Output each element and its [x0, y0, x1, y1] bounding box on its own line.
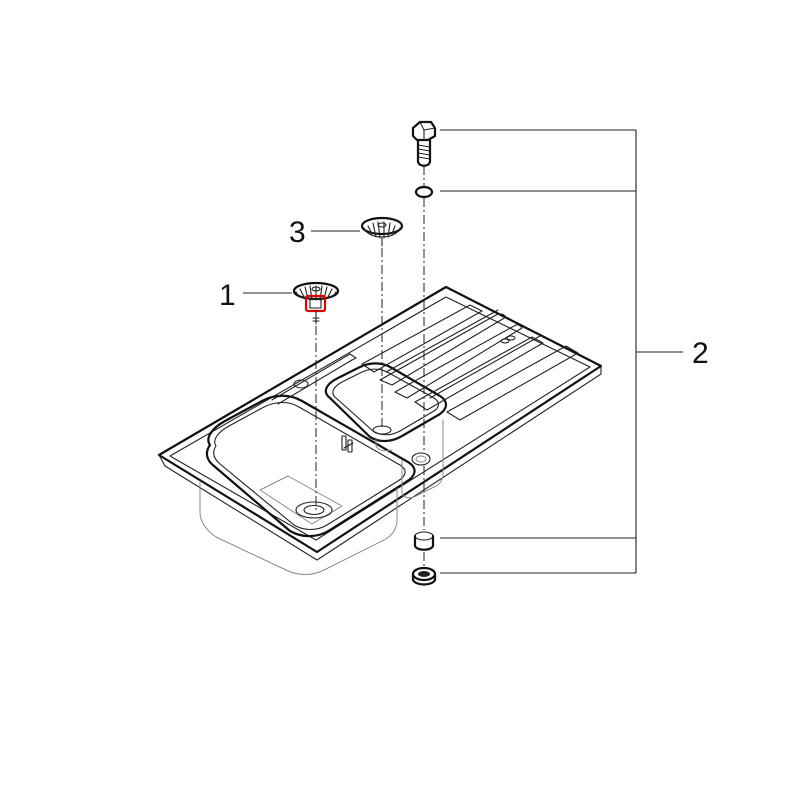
fitting-o-ring: [414, 185, 434, 199]
main-bowl-body: [199, 480, 398, 575]
main-bowl-inner-lip: [213, 401, 406, 531]
strainer-3-rim: [360, 216, 404, 236]
callout-3: 3: [289, 216, 306, 249]
assembly-axes: [315, 166, 425, 568]
tap-hole: [411, 452, 431, 466]
part-1-basket-strainer: [292, 281, 340, 325]
kitchen-sink: [157, 285, 603, 575]
callout-labels: 1 3 2: [219, 216, 709, 370]
half-bowl-drain: [372, 425, 392, 435]
drainer-board: [361, 304, 579, 421]
sink-rim-edge: [158, 365, 602, 561]
fitting-bolt: [411, 120, 437, 167]
callout-2: 2: [692, 337, 709, 370]
main-bowl-floor: [259, 475, 343, 525]
callout-1: 1: [219, 279, 236, 312]
fitting-nut: [411, 566, 437, 586]
part-3-basket-strainer: [360, 216, 404, 247]
sink-rim-inner: [169, 296, 591, 541]
fitting-sleeve: [413, 531, 435, 551]
leader-lines: [243, 129, 683, 574]
half-bowl-body: [401, 419, 444, 499]
main-bowl-drain: [295, 501, 333, 519]
overflow-slot: [341, 435, 354, 453]
rim-bead: [271, 353, 357, 405]
main-bowl-opening: [205, 394, 416, 538]
half-bowl-inner-lip: [332, 368, 440, 436]
part-2-fitting-set: [411, 120, 437, 586]
sink-rim-outer: [157, 285, 603, 554]
half-bowl-opening: [324, 362, 448, 443]
